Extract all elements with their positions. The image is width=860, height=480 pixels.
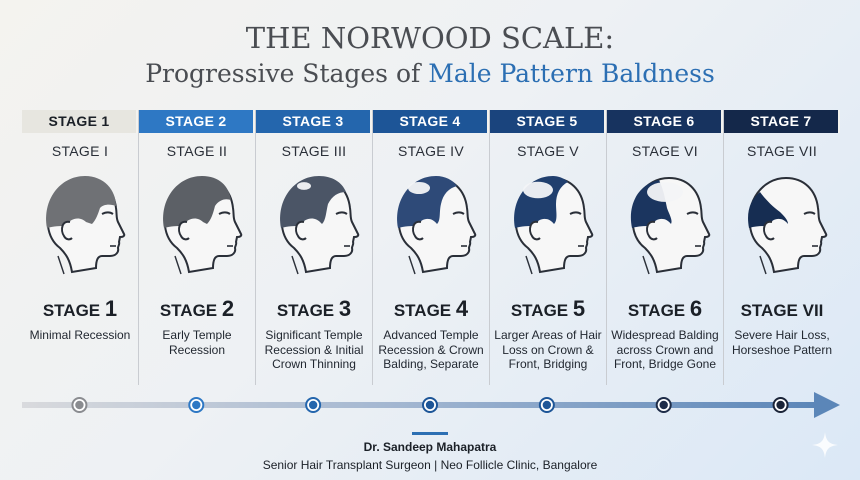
stage-description: Severe Hair Loss, Horseshoe Pattern bbox=[731, 328, 833, 357]
stage-big-number: 5 bbox=[572, 296, 586, 321]
stage-column: STAGE 7 STAGE VII STAGE VII Severe Hair … bbox=[723, 110, 840, 385]
stage-roman-label: STAGE IV bbox=[398, 143, 464, 159]
subtitle-prefix: Progressive Stages of bbox=[145, 59, 429, 88]
progression-timeline bbox=[22, 392, 840, 418]
timeline-arrowhead bbox=[814, 392, 840, 418]
stage-description: Larger Areas of Hair Loss on Crown & Fro… bbox=[494, 328, 602, 371]
credit-divider bbox=[412, 432, 448, 435]
stage-big-word: STAGE bbox=[627, 301, 686, 320]
head-illustration bbox=[373, 164, 489, 286]
stage-big-number: 1 bbox=[104, 296, 118, 321]
stage-header-bar: STAGE 1 bbox=[22, 110, 138, 133]
stage-header-bar: STAGE 3 bbox=[256, 110, 372, 133]
stage-big-word: STAGE bbox=[42, 301, 101, 320]
stage-big-label: STAGE 4 bbox=[373, 298, 489, 322]
stage-big-label: STAGE 2 bbox=[139, 298, 255, 322]
stage-roman-label: STAGE VII bbox=[746, 143, 818, 159]
stage-header-bar: STAGE 2 bbox=[139, 110, 255, 133]
head-illustration bbox=[607, 164, 723, 286]
timeline-bar bbox=[22, 402, 818, 408]
stage-big-word: STAGE bbox=[510, 301, 569, 320]
head-profile-icon bbox=[397, 176, 477, 275]
sparkle-icon bbox=[812, 432, 838, 458]
stage-big-word: STAGE VII bbox=[740, 301, 824, 320]
timeline-dot-core bbox=[75, 400, 84, 410]
stage-roman-label: STAGE VI bbox=[632, 143, 698, 159]
timeline-dot-core bbox=[659, 400, 668, 410]
head-profile-icon bbox=[630, 176, 711, 275]
stage-big-number: 2 bbox=[221, 296, 235, 321]
head-profile-icon bbox=[514, 176, 594, 275]
stage-big-label: STAGE 1 bbox=[22, 298, 138, 322]
timeline-dot-core bbox=[192, 400, 201, 410]
stage-big-word: STAGE bbox=[276, 301, 335, 320]
credit-name: Dr. Sandeep Mahapatra bbox=[363, 440, 497, 454]
stage-big-label: STAGE 3 bbox=[256, 298, 372, 322]
stage-big-label: STAGE 6 bbox=[607, 298, 723, 322]
subtitle-highlight: Male Pattern Baldness bbox=[428, 59, 715, 88]
stage-roman-label: STAGE II bbox=[166, 143, 228, 159]
stage-description: Significant Temple Recession & Initial C… bbox=[264, 328, 364, 371]
head-illustration bbox=[139, 164, 255, 286]
head-profile-icon bbox=[748, 176, 828, 275]
stage-column: STAGE 1 STAGE I STAGE 1 Minimal Recessio… bbox=[22, 110, 138, 385]
timeline-dot-core bbox=[776, 400, 785, 410]
stage-header-bar: STAGE 5 bbox=[490, 110, 606, 133]
stage-big-label: STAGE VII bbox=[724, 298, 840, 322]
stage-roman-label: STAGE V bbox=[517, 143, 579, 159]
stage-description: Widespread Balding across Crown and Fron… bbox=[611, 328, 719, 371]
stage-big-number: 4 bbox=[455, 296, 469, 321]
stage-header-bar: STAGE 4 bbox=[373, 110, 489, 133]
head-profile-icon bbox=[163, 176, 243, 275]
head-illustration bbox=[724, 164, 840, 286]
stage-big-word: STAGE bbox=[393, 301, 452, 320]
stage-column: STAGE 2 STAGE II STAGE 2 Early Temple Re… bbox=[138, 110, 255, 385]
stage-column: STAGE 6 STAGE VI STAGE 6 Widespread Bald… bbox=[606, 110, 723, 385]
stage-big-number: 3 bbox=[338, 296, 352, 321]
stage-header-bar: STAGE 7 bbox=[724, 110, 840, 133]
stage-description: Early Temple Recession bbox=[162, 328, 232, 357]
head-profile-icon bbox=[280, 176, 360, 275]
stage-column: STAGE 3 STAGE III STAGE 3 Significant Te… bbox=[255, 110, 372, 385]
page-title: THE NORWOOD SCALE: bbox=[245, 21, 615, 55]
stage-big-word: STAGE bbox=[159, 301, 218, 320]
stages-row: STAGE 1 STAGE I STAGE 1 Minimal Recessio… bbox=[22, 110, 840, 385]
stage-column: STAGE 4 STAGE IV STAGE 4 Advanced Temple… bbox=[372, 110, 489, 385]
stage-column: STAGE 5 STAGE V STAGE 5 Larger Areas of … bbox=[489, 110, 606, 385]
stage-description: Minimal Recession bbox=[29, 328, 131, 342]
stage-big-label: STAGE 5 bbox=[490, 298, 606, 322]
head-profile-icon bbox=[46, 176, 126, 275]
head-illustration bbox=[490, 164, 606, 286]
stage-header-bar: STAGE 6 bbox=[607, 110, 723, 133]
timeline-dot-core bbox=[425, 400, 435, 410]
head-illustration bbox=[22, 164, 138, 286]
timeline-dot-core bbox=[308, 400, 318, 410]
page-subtitle: Progressive Stages of Male Pattern Baldn… bbox=[0, 58, 860, 90]
timeline-dot-core bbox=[542, 400, 552, 410]
head-illustration bbox=[256, 164, 372, 286]
stage-roman-label: STAGE III bbox=[281, 143, 347, 159]
stage-roman-label: STAGE I bbox=[51, 143, 109, 159]
credit-role: Senior Hair Transplant Surgeon | Neo Fol… bbox=[262, 458, 598, 472]
stage-big-number: 6 bbox=[689, 296, 703, 321]
stage-description: Advanced Temple Recession & Crown Baldin… bbox=[378, 328, 484, 371]
